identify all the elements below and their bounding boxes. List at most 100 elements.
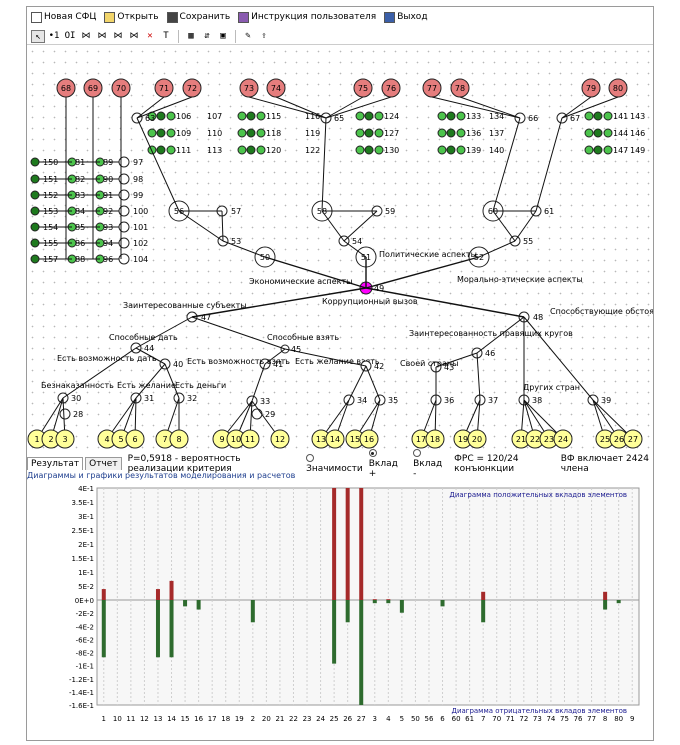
green-node: [593, 128, 603, 138]
neg-bar: [169, 600, 174, 658]
x-tick-label: 8: [603, 715, 607, 723]
cluster-label: 122: [305, 146, 320, 155]
tab-result[interactable]: Результат: [27, 457, 84, 470]
or-tool-icon[interactable]: OI: [64, 30, 76, 41]
green-node: [30, 222, 40, 232]
graph-edge: [431, 96, 521, 119]
pen-icon[interactable]: ✎: [245, 30, 251, 41]
y-tick-label: 1E-1: [78, 569, 94, 577]
graph-edge: [275, 96, 327, 119]
export-icon[interactable]: ⇪: [261, 30, 267, 41]
yellow-node-label: 25: [600, 435, 610, 444]
delete-icon[interactable]: ✕: [147, 30, 153, 41]
pointer-tool-icon[interactable]: ↖: [31, 29, 45, 43]
able-take-label: Способные взять: [267, 333, 339, 342]
radio-plus[interactable]: Вклад +: [368, 449, 407, 479]
pos-bar: [101, 589, 106, 600]
neg-bar: [359, 600, 364, 705]
green-node: [603, 145, 613, 155]
menu-manual[interactable]: Инструкция пользователя: [238, 11, 376, 23]
conj-tool-icon-2[interactable]: ⋈: [97, 30, 107, 41]
menu-save[interactable]: Сохранить: [166, 11, 230, 23]
y-tick-label: 1.5E-1: [71, 555, 94, 563]
node-label: 43: [444, 363, 454, 372]
graph-edge: [325, 96, 364, 119]
want-take-label: Есть желание взять: [295, 357, 380, 366]
radio-minus[interactable]: Вклад -: [413, 449, 448, 479]
menu-open[interactable]: Открыть: [104, 11, 159, 23]
side-label: 98: [133, 175, 143, 184]
y-tick-label: 3E-1: [78, 513, 94, 521]
green-node: [446, 128, 456, 138]
pink-node-label: 77: [427, 84, 437, 93]
green-node: [256, 128, 266, 138]
cluster-label: 107: [207, 112, 222, 121]
conj-tool-icon-3[interactable]: ⋈: [113, 30, 123, 41]
helping-label: Способствующие обстоятельства: [550, 307, 653, 316]
y-tick-label: -1E-1: [76, 663, 94, 671]
graph-edge: [164, 363, 180, 399]
graph-edge: [478, 240, 516, 258]
node-label: 29: [265, 410, 275, 419]
fps-text: ФРС = 120/24 конъюнкции: [454, 453, 519, 474]
y-tick-label: 0E+0: [75, 597, 94, 605]
yellow-node: [623, 429, 643, 449]
x-tick-label: 80: [614, 715, 623, 723]
graph-edge: [492, 117, 521, 212]
yellow-node: [359, 429, 379, 449]
neg-bar: [250, 600, 255, 623]
yellow-node-label: 23: [544, 435, 554, 444]
node-tool-icon[interactable]: •1: [48, 30, 60, 41]
radio-icon: [306, 454, 315, 462]
yellow-node-label: 8: [176, 435, 181, 444]
pos-bar: [345, 488, 350, 600]
money-label: Есть деньги: [175, 381, 226, 390]
neg-bar: [386, 600, 391, 604]
yellow-node: [425, 429, 445, 449]
green-node: [246, 145, 256, 155]
pink-node-label: 74: [271, 84, 281, 93]
graph-edge: [365, 256, 480, 289]
x-tick-label: 6: [440, 715, 445, 723]
pink-node-label: 75: [358, 84, 368, 93]
yellow-node-label: 7: [162, 435, 167, 444]
impunity-label: Безнаказанность: [41, 381, 114, 390]
node-label: 54: [352, 237, 362, 246]
pink-node-label: 72: [187, 84, 197, 93]
green-node: [30, 157, 40, 167]
conj-tool-icon-4[interactable]: ⋈: [129, 30, 139, 41]
conj-tool-icon-1[interactable]: ⋈: [81, 30, 91, 41]
text-tool-icon[interactable]: T: [163, 30, 169, 41]
grid-icon[interactable]: ▦: [188, 30, 194, 41]
graph-edge: [492, 210, 516, 242]
graph-edge: [136, 96, 193, 119]
radio-significance[interactable]: Значимости: [306, 454, 363, 474]
neg-bar: [372, 600, 377, 604]
cluster-label: 127: [384, 129, 399, 138]
green-node: [374, 128, 384, 138]
yellow-node: [169, 429, 189, 449]
yellow-node: [467, 429, 487, 449]
frame-icon[interactable]: ▣: [220, 30, 226, 41]
cluster-label: 109: [176, 129, 191, 138]
y-tick-label: -1.4E-1: [69, 689, 94, 697]
x-tick-label: 1: [102, 715, 106, 723]
menu-new[interactable]: Новая СФЦ: [31, 11, 96, 23]
radio-icon: [413, 449, 422, 457]
neg-bar: [481, 600, 486, 623]
econ-label: Экономические аспекты: [249, 277, 352, 286]
menu-exit[interactable]: Выход: [384, 11, 428, 23]
green-node: [584, 128, 594, 138]
cluster-label: 139: [466, 146, 481, 155]
menu-bar: Новая СФЦ Открыть Сохранить Инструкция п…: [27, 7, 653, 27]
move-icon[interactable]: ⇵: [204, 30, 210, 41]
x-tick-label: 14: [167, 715, 176, 723]
neg-bar: [345, 600, 350, 623]
pink-node-label: 76: [386, 84, 396, 93]
cluster-label: 144: [613, 129, 628, 138]
graph-edge: [264, 348, 286, 365]
green-node: [593, 111, 603, 121]
tab-report[interactable]: Отчет: [85, 457, 122, 470]
green-node: [147, 128, 157, 138]
